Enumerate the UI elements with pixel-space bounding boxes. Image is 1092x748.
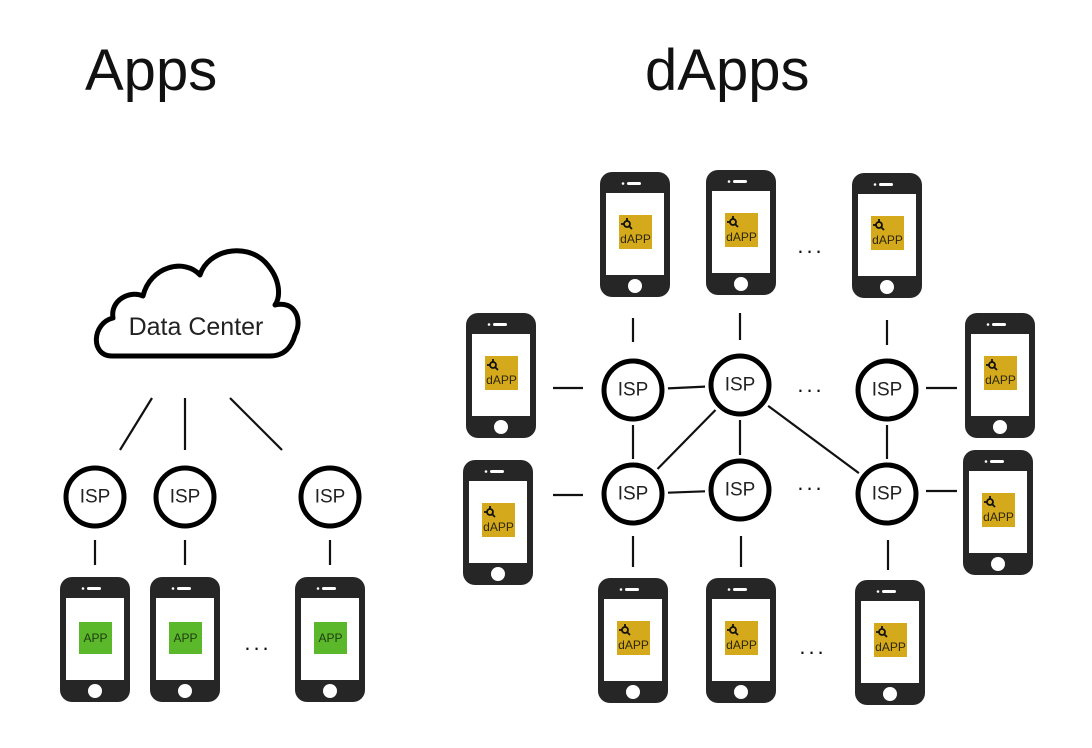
isp-mesh-link	[767, 404, 860, 475]
phone-dapp-bottom: dAPP	[598, 578, 668, 703]
isp-label: ISP	[315, 487, 346, 508]
isp-node: ISP	[153, 465, 217, 529]
isp-node: ISP	[601, 462, 665, 526]
ellipsis: ...	[244, 630, 271, 655]
dapp-label: dAPP	[983, 510, 1014, 524]
isp-node: ISP	[855, 358, 919, 422]
node-logo-icon	[873, 219, 885, 231]
app-label: APP	[173, 631, 197, 645]
dapp-label: dAPP	[875, 640, 906, 654]
isp-mesh-link	[667, 490, 706, 494]
dapp-tile-icon	[485, 356, 518, 390]
dapp-tile-icon	[725, 213, 758, 247]
isp-circle	[601, 358, 665, 422]
node-logo-icon	[727, 624, 739, 636]
apps-diagram: Data Center ISP ISP ISP APP	[60, 248, 365, 702]
dapp-tile-icon	[482, 503, 515, 537]
isp-label: ISP	[872, 484, 903, 505]
dapp-tile-icon	[725, 621, 758, 655]
isp-label: ISP	[725, 375, 756, 396]
dapp-tile-icon	[982, 493, 1015, 527]
node-logo-icon	[484, 506, 496, 518]
isp-circle	[601, 462, 665, 526]
isp-node: ISP	[708, 353, 772, 417]
dapp-tile-icon	[619, 215, 652, 249]
phone-dapp-right: dAPP	[965, 313, 1035, 438]
phone-app: APP	[60, 577, 130, 702]
node-logo-icon	[984, 496, 996, 508]
isp-node: ISP	[298, 465, 362, 529]
isp-mesh-link	[656, 409, 717, 470]
dapp-label: dAPP	[486, 373, 517, 387]
dapp-label: dAPP	[618, 638, 649, 652]
phone-dapp-left: dAPP	[466, 313, 536, 438]
phone-dapp-top: dAPP	[600, 172, 670, 297]
app-tile-icon	[169, 622, 202, 654]
app-tile-icon	[79, 622, 112, 654]
isp-label: ISP	[872, 380, 903, 401]
app-label: APP	[318, 631, 342, 645]
cloud-icon	[93, 248, 301, 359]
data-center-cloud: Data Center	[93, 248, 301, 359]
phone-dapp-bottom: dAPP	[706, 578, 776, 703]
phone-app: APP	[150, 577, 220, 702]
dapp-tile-icon	[617, 621, 650, 655]
cloud-isp-link-3	[229, 397, 283, 451]
dapp-label: dAPP	[726, 638, 757, 652]
isp-circle	[708, 353, 772, 417]
isp-node: ISP	[63, 465, 127, 529]
isp-circle	[708, 458, 772, 522]
dapp-tile-icon	[984, 356, 1017, 390]
node-logo-icon	[619, 624, 631, 636]
ellipsis: ...	[797, 233, 824, 258]
node-logo-icon	[986, 359, 998, 371]
isp-mesh-link	[667, 385, 706, 390]
node-logo-icon	[621, 218, 633, 230]
node-logo-icon	[876, 626, 888, 638]
isp-circle	[855, 358, 919, 422]
phone-dapp-left: dAPP	[463, 460, 533, 585]
isp-label: ISP	[725, 480, 756, 501]
app-tile-icon	[314, 622, 347, 654]
isp-circle	[855, 462, 919, 526]
dapp-tile-icon	[871, 216, 904, 250]
node-logo-icon	[487, 359, 499, 371]
isp-mesh-links	[631, 385, 889, 494]
dapp-label: dAPP	[726, 230, 757, 244]
ellipsis: ...	[797, 470, 824, 495]
isp-label: ISP	[80, 487, 111, 508]
isp-node: ISP	[855, 462, 919, 526]
dapp-label: dAPP	[483, 520, 514, 534]
dapp-label: dAPP	[985, 373, 1016, 387]
isp-label: ISP	[618, 484, 649, 505]
ellipsis: ...	[797, 372, 824, 397]
node-logo-icon	[727, 216, 739, 228]
isp-label: ISP	[618, 380, 649, 401]
data-center-label: Data Center	[129, 313, 264, 341]
apps-title: Apps	[85, 38, 218, 103]
dapp-tile-icon	[874, 623, 907, 657]
phone-dapp-right: dAPP	[963, 450, 1033, 575]
isp-node: ISP	[601, 358, 665, 422]
phone-dapp-top: dAPP	[852, 173, 922, 298]
phone-app: APP	[295, 577, 365, 702]
phone-dapp-bottom: dAPP	[855, 580, 925, 705]
dapp-label: dAPP	[620, 232, 651, 246]
dapp-label: dAPP	[872, 233, 903, 247]
phone-dapp-top: dAPP	[706, 170, 776, 295]
dapps-diagram: ... ... ... ... ISP ISP ISP ISP ISP ISP dAPP d…	[463, 170, 1035, 705]
app-label: APP	[83, 631, 107, 645]
cloud-isp-link-1	[119, 397, 153, 451]
isp-label: ISP	[170, 487, 201, 508]
ellipsis: ...	[799, 634, 826, 659]
isp-node: ISP	[708, 458, 772, 522]
dapps-title: dApps	[645, 38, 810, 103]
